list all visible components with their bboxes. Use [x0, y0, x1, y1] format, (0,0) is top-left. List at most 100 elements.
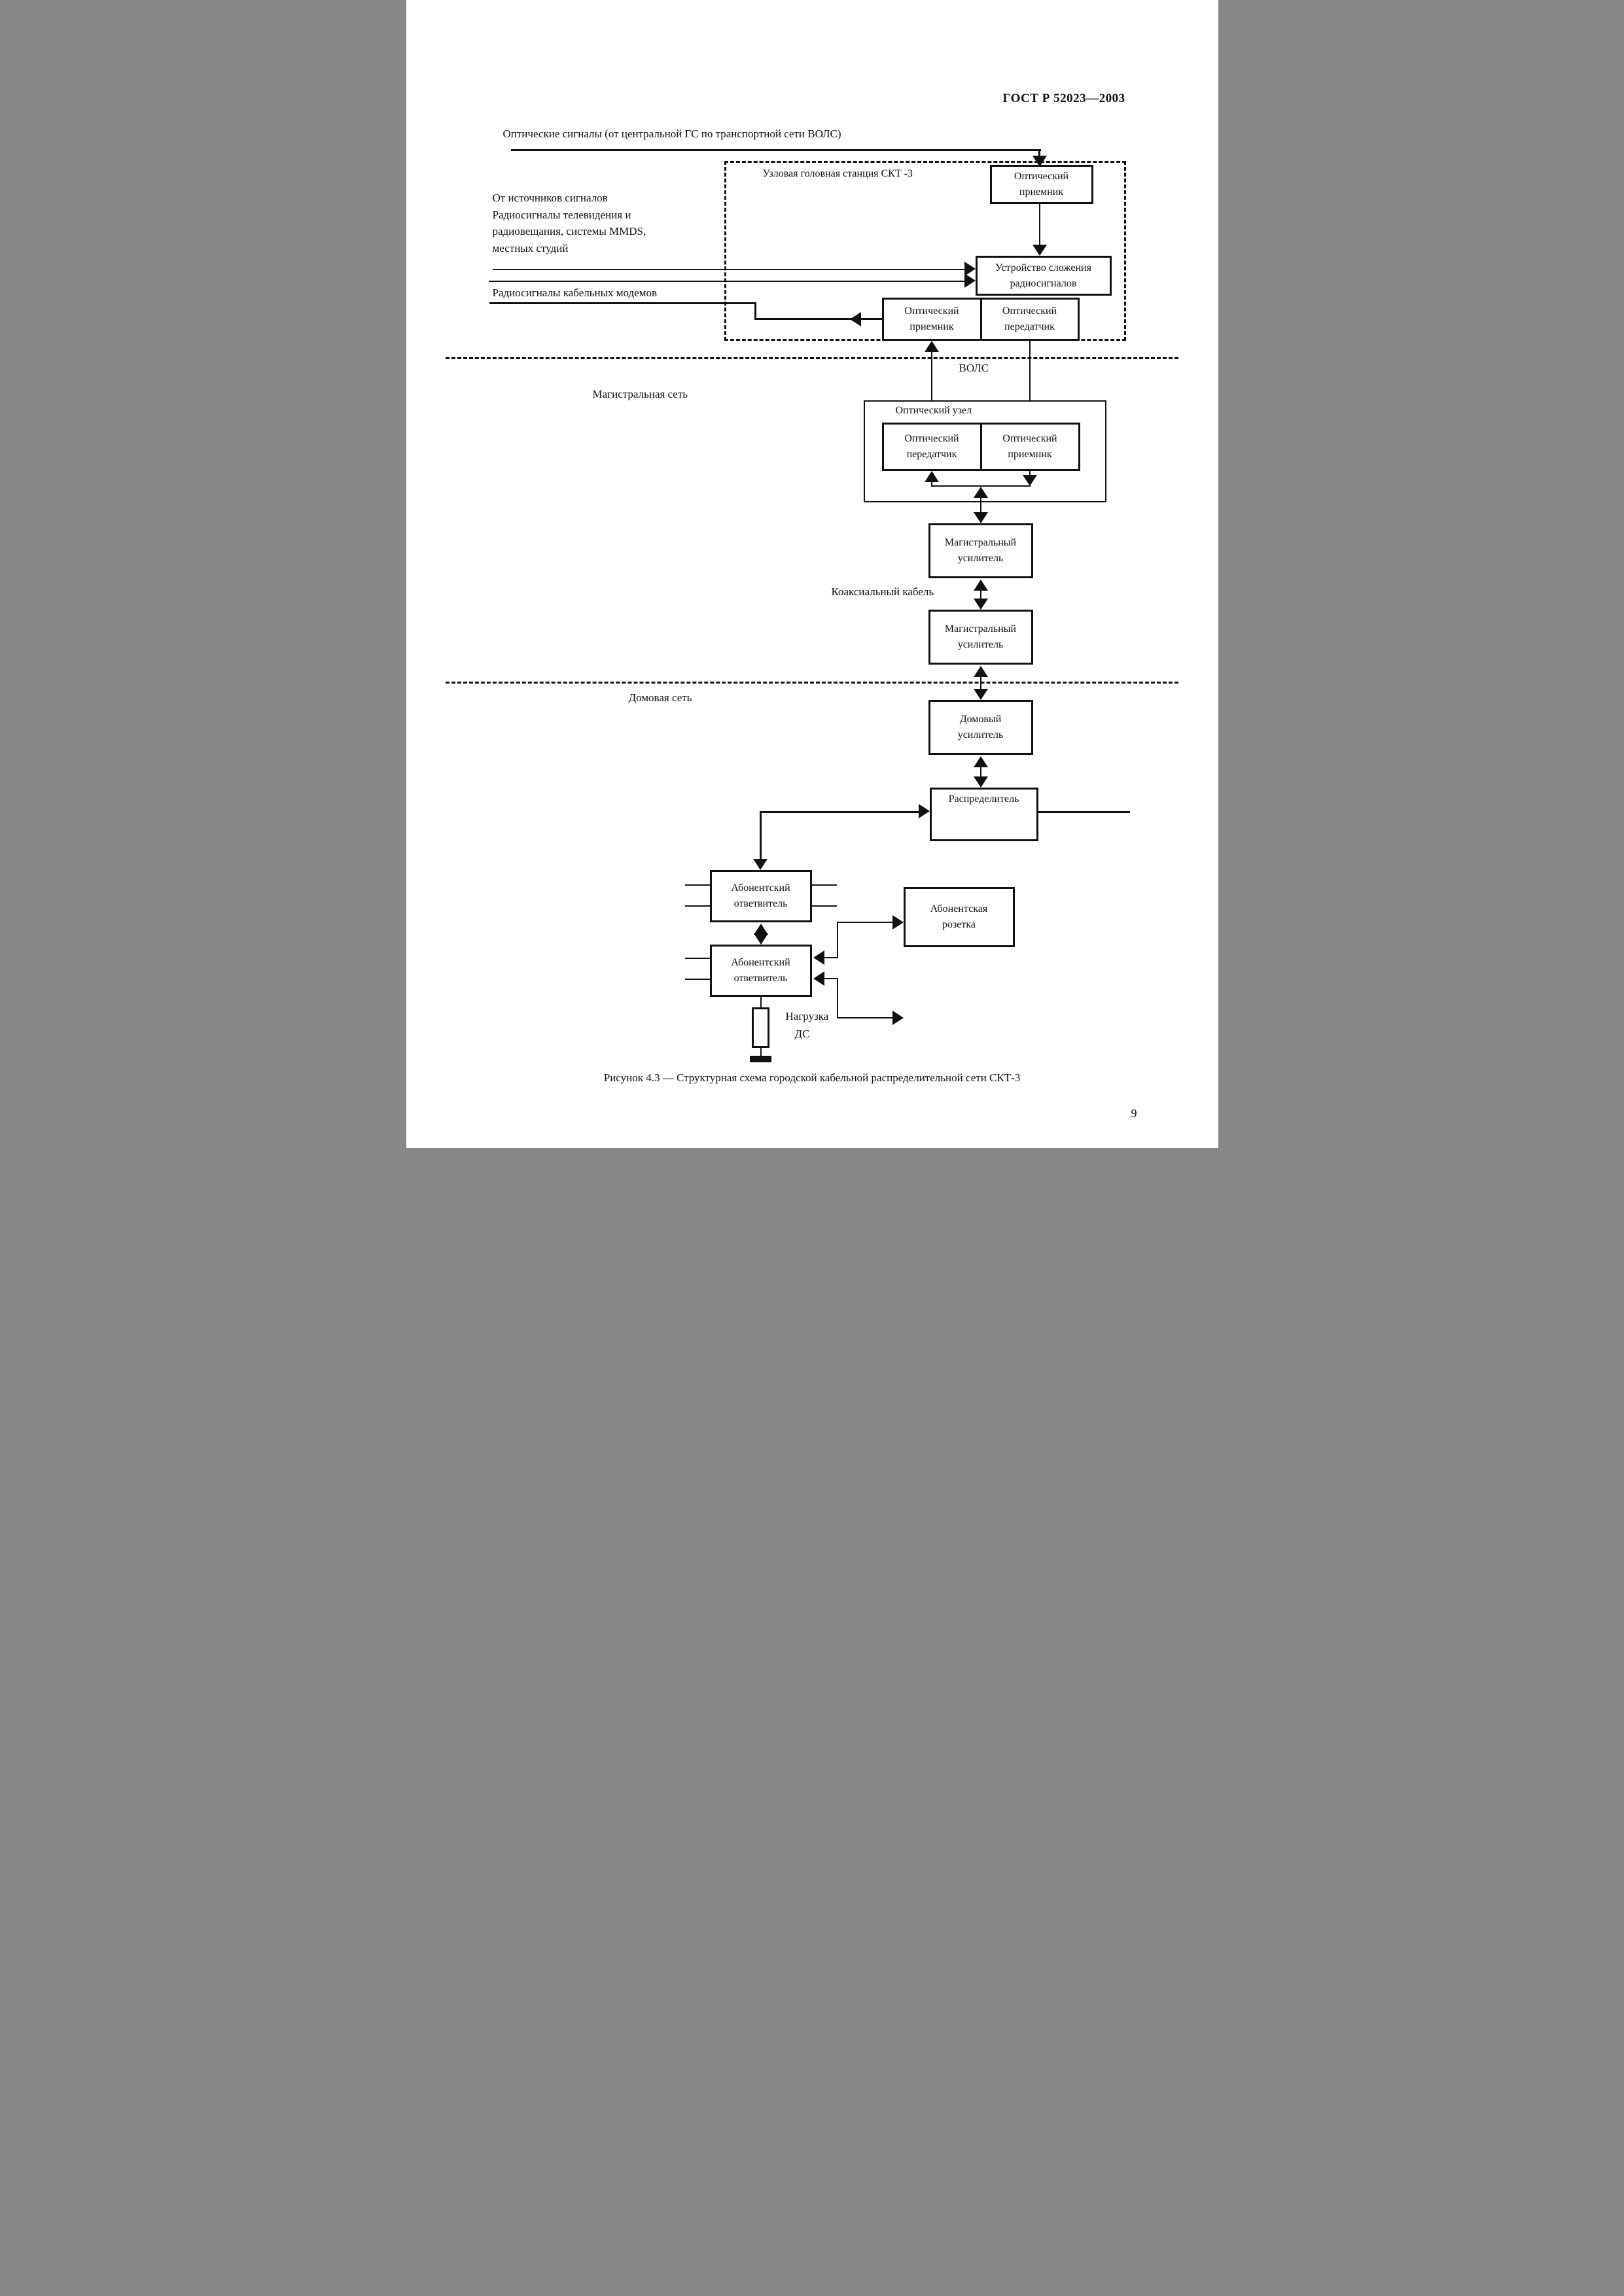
arrow-house-splitter-down	[973, 776, 988, 788]
box-trunk-amplifier-2-line2: усилитель	[957, 639, 1004, 650]
box-splitter-line1: Распределитель	[948, 793, 1019, 805]
connector-splitter-right	[1038, 811, 1130, 813]
connector-tap2-outlet-riser	[836, 922, 838, 958]
box-station-optical-receiver-line2: приемник	[1019, 186, 1064, 198]
label-home-network: Домовая сеть	[628, 691, 692, 704]
connector-amp1-amp2	[980, 589, 981, 600]
connector-fiber-downstream	[1029, 341, 1031, 413]
connector-tap2-outlet-a	[824, 957, 838, 958]
page-number: 9	[1131, 1107, 1137, 1120]
box-splitter: Распределитель	[929, 788, 1038, 841]
document-page: ГОСТ Р 52023—2003 Оптические сигналы (от…	[406, 0, 1218, 1148]
box-combiner-line1: Устройство сложения	[995, 262, 1091, 273]
box-subscriber-outlet-line2: розетка	[942, 919, 976, 930]
connector-tap2-cont-b	[836, 1017, 894, 1018]
box-subscriber-outlet: Абонентская розетка	[903, 887, 1015, 947]
tap1-stub-right-upper	[811, 884, 837, 886]
arrow-tap1-tap2-up	[753, 924, 768, 935]
connector-tap2-cont-riser	[836, 978, 838, 1018]
arrow-sources-line2	[964, 273, 976, 288]
label-load: Нагрузка ДС	[786, 1007, 829, 1043]
connector-modems-underline	[489, 302, 756, 304]
box-node-transmitter-line1: Оптический	[904, 433, 959, 444]
source-block-line3: радиовещания, системы MMDS,	[492, 225, 646, 237]
box-subscriber-tap-2-line1: Абонентский	[731, 957, 790, 968]
arrow-continuation-out	[892, 1011, 904, 1025]
arrow-into-combiner	[1032, 245, 1047, 256]
connector-splitter-drop	[759, 811, 762, 861]
arrow-outlet-into-tap2	[813, 950, 824, 965]
arrow-continuation-into-tap2	[813, 971, 824, 986]
connector-modems-riser	[754, 302, 756, 319]
box-subscriber-tap-1-line2: ответвитель	[733, 898, 788, 909]
box-combiner-line2: радиосигналов	[1010, 277, 1077, 289]
connector-optical-signals-h	[510, 149, 1041, 151]
arrow-sources-line1	[964, 262, 976, 276]
box-node-receiver-line2: приемник	[1008, 449, 1052, 460]
box-subscriber-tap-1: Абонентский ответвитель	[709, 870, 812, 922]
label-load-line2: ДС	[794, 1028, 810, 1041]
box-node-transmitter-line2: передатчик	[906, 449, 957, 460]
box-station-reverse-receiver-line2: приемник	[909, 321, 954, 332]
tap1-stub-left-upper	[684, 884, 710, 886]
tap2-stub-left-upper	[684, 958, 710, 959]
connector-node-bus-right	[1029, 471, 1031, 476]
box-subscriber-tap-2-line2: ответвитель	[733, 973, 788, 984]
box-trunk-amplifier-1: Магистральный усилитель	[928, 523, 1033, 578]
gost-header: ГОСТ Р 52023—2003	[1002, 92, 1125, 105]
separator-home-network	[445, 682, 1178, 684]
connector-receiver-to-combiner	[1038, 204, 1040, 246]
connector-house-splitter	[980, 765, 981, 777]
box-subscriber-tap-1-line1: Абонентский	[731, 882, 790, 894]
load-resistor	[751, 1007, 769, 1048]
ground-symbol	[749, 1056, 771, 1062]
label-optical-signals: Оптические сигналы (от центральной ГС по…	[503, 128, 841, 140]
box-station-transmitter-line2: передатчик	[1004, 321, 1055, 332]
connector-tap2-load	[760, 997, 762, 1007]
arrow-amp1-amp2-up	[973, 580, 988, 591]
connector-sources-line2	[488, 281, 965, 282]
connector-optical-signals-v	[1038, 149, 1040, 157]
label-source-block: От источников сигналов Радиосигналы теле…	[493, 190, 709, 256]
arrow-house-splitter-up	[973, 756, 988, 767]
box-node-receiver: Оптический приемник	[980, 423, 1080, 471]
connector-node-out	[980, 496, 981, 514]
label-trunk-network: Магистральная сеть	[592, 388, 688, 400]
arrow-node-bus-up	[924, 471, 939, 482]
box-house-amplifier: Домовый усилитель	[928, 700, 1033, 755]
arrow-amp2-house-up	[973, 666, 988, 677]
box-station-optical-receiver-line1: Оптический	[1014, 171, 1069, 182]
box-trunk-amplifier-1-line2: усилитель	[957, 553, 1004, 564]
label-coax-cable: Коаксиальный кабель	[831, 585, 934, 598]
connector-sources-line1	[492, 269, 965, 270]
arrow-node-out-down	[973, 512, 988, 523]
arrow-into-splitter	[918, 804, 930, 818]
arrow-amp2-house-down	[973, 689, 988, 700]
box-trunk-amplifier-1-line1: Магистральный	[944, 537, 1017, 548]
connector-tap2-outlet-b	[836, 922, 894, 923]
tap1-stub-left-lower	[684, 905, 710, 907]
box-subscriber-tap-2: Абонентский ответвитель	[709, 945, 812, 997]
source-block-line4: местных студий	[492, 241, 569, 254]
box-combiner: Устройство сложения радиосигналов	[975, 256, 1112, 296]
arrow-node-out-up	[973, 487, 988, 498]
station-label: Узловая головная станция СКТ -3	[762, 168, 913, 179]
arrow-tap1-tap2-down	[753, 933, 768, 945]
box-house-amplifier-line2: усилитель	[957, 729, 1004, 740]
arrow-into-tap1	[752, 859, 768, 870]
label-cable-modems: Радиосигналы кабельных модемов	[492, 287, 658, 299]
box-house-amplifier-line1: Домовый	[959, 714, 1002, 725]
box-station-transmitter-line1: Оптический	[1002, 305, 1057, 317]
box-node-receiver-line1: Оптический	[1002, 433, 1057, 444]
node-label: Оптический узел	[895, 405, 972, 416]
box-trunk-amplifier-2-line1: Магистральный	[944, 623, 1017, 635]
label-load-line1: Нагрузка	[785, 1010, 829, 1022]
source-block-line1: От источников сигналов	[492, 192, 608, 204]
box-station-reverse-receiver-line1: Оптический	[904, 305, 959, 317]
connector-splitter-left	[760, 811, 919, 813]
box-subscriber-outlet-line1: Абонентская	[930, 903, 988, 914]
arrow-node-bus-down	[1022, 475, 1037, 486]
box-trunk-amplifier-2: Магистральный усилитель	[928, 610, 1033, 665]
separator-vols	[445, 357, 1178, 359]
label-vols: ВОЛС	[959, 362, 989, 374]
